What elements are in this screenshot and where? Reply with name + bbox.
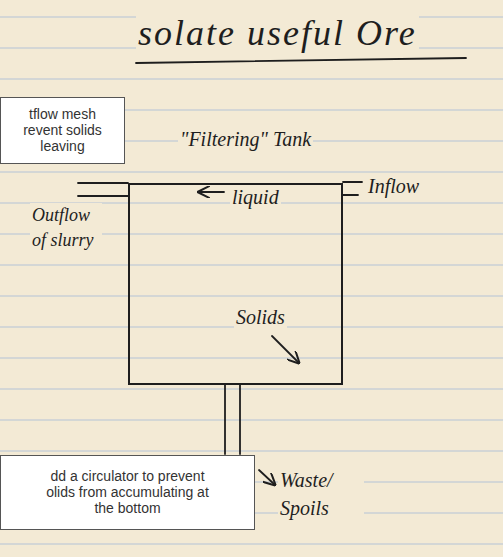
page-title: solate useful Ore — [136, 12, 419, 55]
flow-label: Waste/ Spoils — [278, 466, 364, 522]
spoils-pipe — [239, 384, 241, 454]
ruling-line — [0, 172, 503, 173]
flow-label: Outflow of slurry — [30, 203, 102, 253]
flow-label: Inflow — [366, 174, 421, 198]
ruling-line — [0, 296, 503, 297]
callout-box: dd a circulator to prevent olids from ac… — [0, 455, 255, 530]
spoils-pipe — [224, 384, 226, 454]
ruling-line — [0, 79, 503, 80]
outflow-pipe — [78, 182, 128, 184]
tank-outline: "Filtering" TankliquidSolids — [128, 183, 343, 385]
callout-note: tflow mesh revent solids leaving — [14, 106, 111, 154]
title-underline — [136, 58, 466, 63]
solids-arrow — [272, 336, 298, 362]
paper-ruling — [0, 17, 503, 544]
callout-note: dd a circulator to prevent olids from ac… — [40, 468, 215, 516]
ruling-line — [0, 544, 503, 545]
ruling-line — [0, 420, 503, 421]
inflow-pipe — [343, 181, 362, 183]
callout-box: tflow mesh revent solids leaving — [0, 97, 125, 164]
ruling-line — [0, 389, 503, 390]
ruling-line — [0, 358, 503, 359]
tank-heading: "Filtering" Tank — [178, 127, 313, 151]
ruling-line — [0, 451, 503, 452]
ruling-line — [0, 265, 503, 266]
flow-label: Solids — [234, 305, 287, 329]
waste-arrow — [259, 470, 274, 484]
outflow-pipe — [78, 195, 128, 197]
liquid-arrow — [200, 191, 224, 193]
inflow-pipe — [343, 194, 358, 196]
flow-label: liquid — [230, 185, 281, 209]
